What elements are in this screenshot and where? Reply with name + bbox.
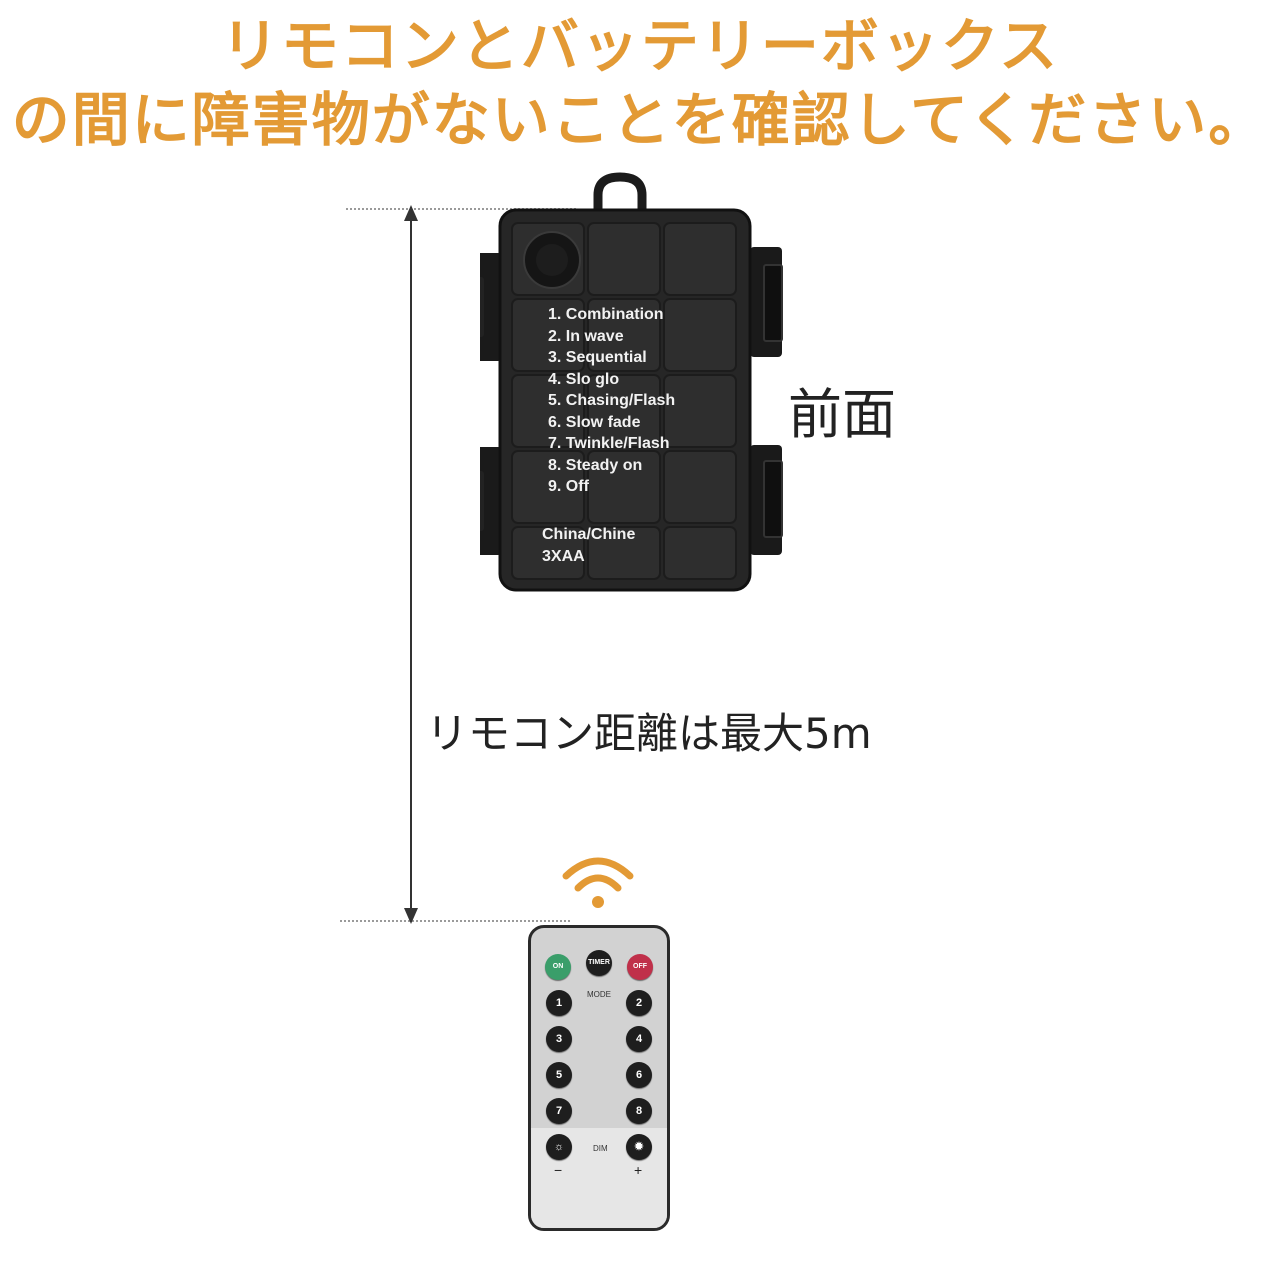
box-footer: China/Chine 3XAA bbox=[542, 524, 635, 568]
top-guide-line bbox=[346, 208, 576, 210]
mode-item: 7. Twinkle/Flash bbox=[548, 435, 670, 452]
off-button[interactable]: OFF bbox=[627, 954, 653, 980]
battery-box-body bbox=[480, 172, 783, 592]
battery-type-label: 3XAA bbox=[542, 548, 585, 565]
number-button-2[interactable]: 2 bbox=[626, 990, 652, 1016]
minus-sign: − bbox=[554, 1162, 563, 1178]
mode-item: 3. Sequential bbox=[548, 349, 647, 366]
headline-line-1: リモコンとバッテリーボックス bbox=[220, 12, 1060, 80]
mode-item: 6. Slow fade bbox=[548, 413, 641, 431]
sun-dim-icon: ☼ bbox=[553, 1141, 565, 1153]
number-button-6[interactable]: 6 bbox=[626, 1062, 652, 1088]
headline-line-2: の間に障害物がないことを確認してください。 bbox=[11, 86, 1269, 154]
distance-line bbox=[410, 213, 412, 919]
mode-item: 8. Steady on bbox=[548, 456, 643, 474]
mode-list: 1. Combination 2. In wave 3. Sequential … bbox=[548, 304, 675, 498]
wifi-signal-icon bbox=[562, 857, 634, 908]
number-button-5[interactable]: 5 bbox=[546, 1062, 572, 1088]
on-button[interactable]: ON bbox=[545, 954, 571, 980]
arrow-up-icon bbox=[404, 205, 418, 221]
sun-bright-icon: ✹ bbox=[634, 1141, 644, 1153]
mode-item: 2. In wave bbox=[548, 327, 624, 345]
origin-label: China/Chine bbox=[542, 526, 636, 543]
dim-label: DIM bbox=[593, 1144, 608, 1153]
number-button-3[interactable]: 3 bbox=[546, 1026, 572, 1052]
dim-down-button[interactable]: ☼ bbox=[546, 1134, 572, 1160]
mode-item: 4. Slo glo bbox=[548, 370, 620, 388]
timer-button[interactable]: TIMER bbox=[586, 950, 612, 976]
mode-item: 9. Off bbox=[548, 478, 589, 495]
mode-label: MODE bbox=[587, 990, 611, 999]
front-label: 前面 bbox=[788, 383, 896, 446]
number-button-8[interactable]: 8 bbox=[626, 1098, 652, 1124]
number-button-7[interactable]: 7 bbox=[546, 1098, 572, 1124]
battery-box bbox=[480, 165, 800, 605]
mode-item: 5. Chasing/Flash bbox=[548, 392, 676, 409]
plus-sign: + bbox=[634, 1162, 643, 1178]
bottom-guide-line bbox=[340, 920, 570, 922]
dim-up-button[interactable]: ✹ bbox=[626, 1134, 652, 1160]
arrow-down-icon bbox=[404, 908, 418, 924]
mode-item: 1. Combination bbox=[548, 306, 664, 323]
distance-label: リモコン距離は最大5m bbox=[426, 709, 872, 758]
number-button-4[interactable]: 4 bbox=[626, 1026, 652, 1052]
remote-control: ON TIMER OFF MODE 1 2 3 4 5 6 7 8 ☼ ✹ DI… bbox=[528, 925, 670, 1231]
number-button-1[interactable]: 1 bbox=[546, 990, 572, 1016]
